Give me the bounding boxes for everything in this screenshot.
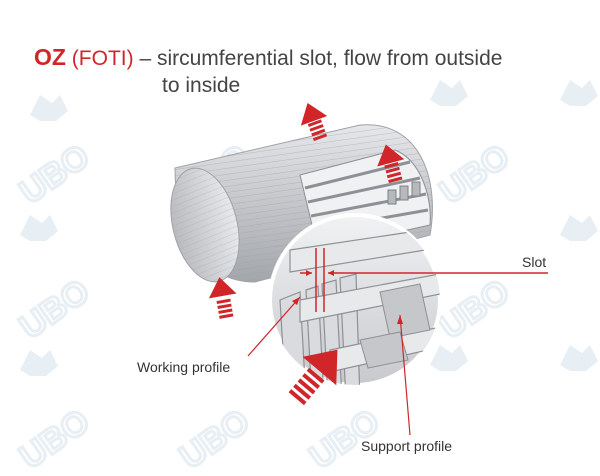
title-dash: – (133, 47, 157, 70)
title-sub: (FOTI) (71, 47, 134, 70)
flow-arrow-top (300, 102, 328, 142)
label-support-profile: Support profile (361, 438, 453, 454)
working-profile-leader (247, 296, 301, 357)
diagram-title: OZ (FOTI) – sircumferential slot, flow f… (34, 44, 502, 99)
flow-arrows (208, 102, 405, 406)
flow-arrow-bottom-left (208, 277, 237, 319)
label-slot: Slot (522, 254, 547, 270)
zoom-detail (268, 213, 442, 387)
slot-indicator (300, 248, 548, 312)
title-line2: to inside (162, 74, 241, 97)
title-line1: sircumferential slot, flow from outside (156, 47, 503, 70)
title-code: OZ (34, 44, 66, 70)
flow-arrow-large (288, 349, 338, 406)
support-profile-leader (399, 314, 411, 436)
flow-arrow-top-right (377, 144, 405, 184)
label-working-profile: Working profile (137, 359, 231, 375)
